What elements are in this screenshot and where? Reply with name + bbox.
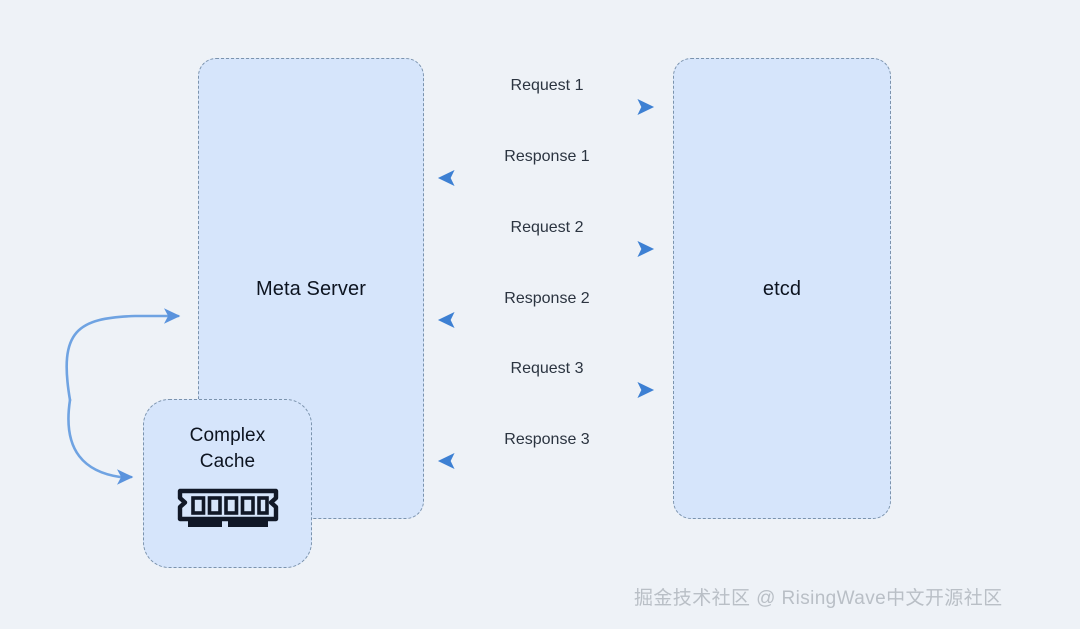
watermark-text: 掘金技术社区 @ RisingWave中文开源社区 [634, 588, 1003, 609]
message-label-request-2: Request 2 [510, 219, 584, 236]
arrow-cache-loop-upper [65, 308, 181, 402]
ram-memory-icon [177, 488, 278, 527]
message-label-response-1: Response 1 [504, 148, 590, 165]
message-label-request-1: Request 1 [510, 77, 584, 94]
message-label-response-2: Response 2 [504, 290, 590, 307]
node-etcd-label: etcd [762, 278, 802, 300]
message-label-request-3: Request 3 [510, 360, 584, 377]
arrow-cache-loop-lower [67, 398, 134, 485]
node-complex-cache[interactable]: Complex Cache [143, 399, 312, 568]
node-meta-server-label: Meta Server [255, 278, 367, 300]
node-complex-cache-label: Complex Cache [189, 424, 266, 472]
message-label-response-3: Response 3 [504, 431, 590, 448]
node-etcd[interactable]: etcd [673, 58, 891, 519]
